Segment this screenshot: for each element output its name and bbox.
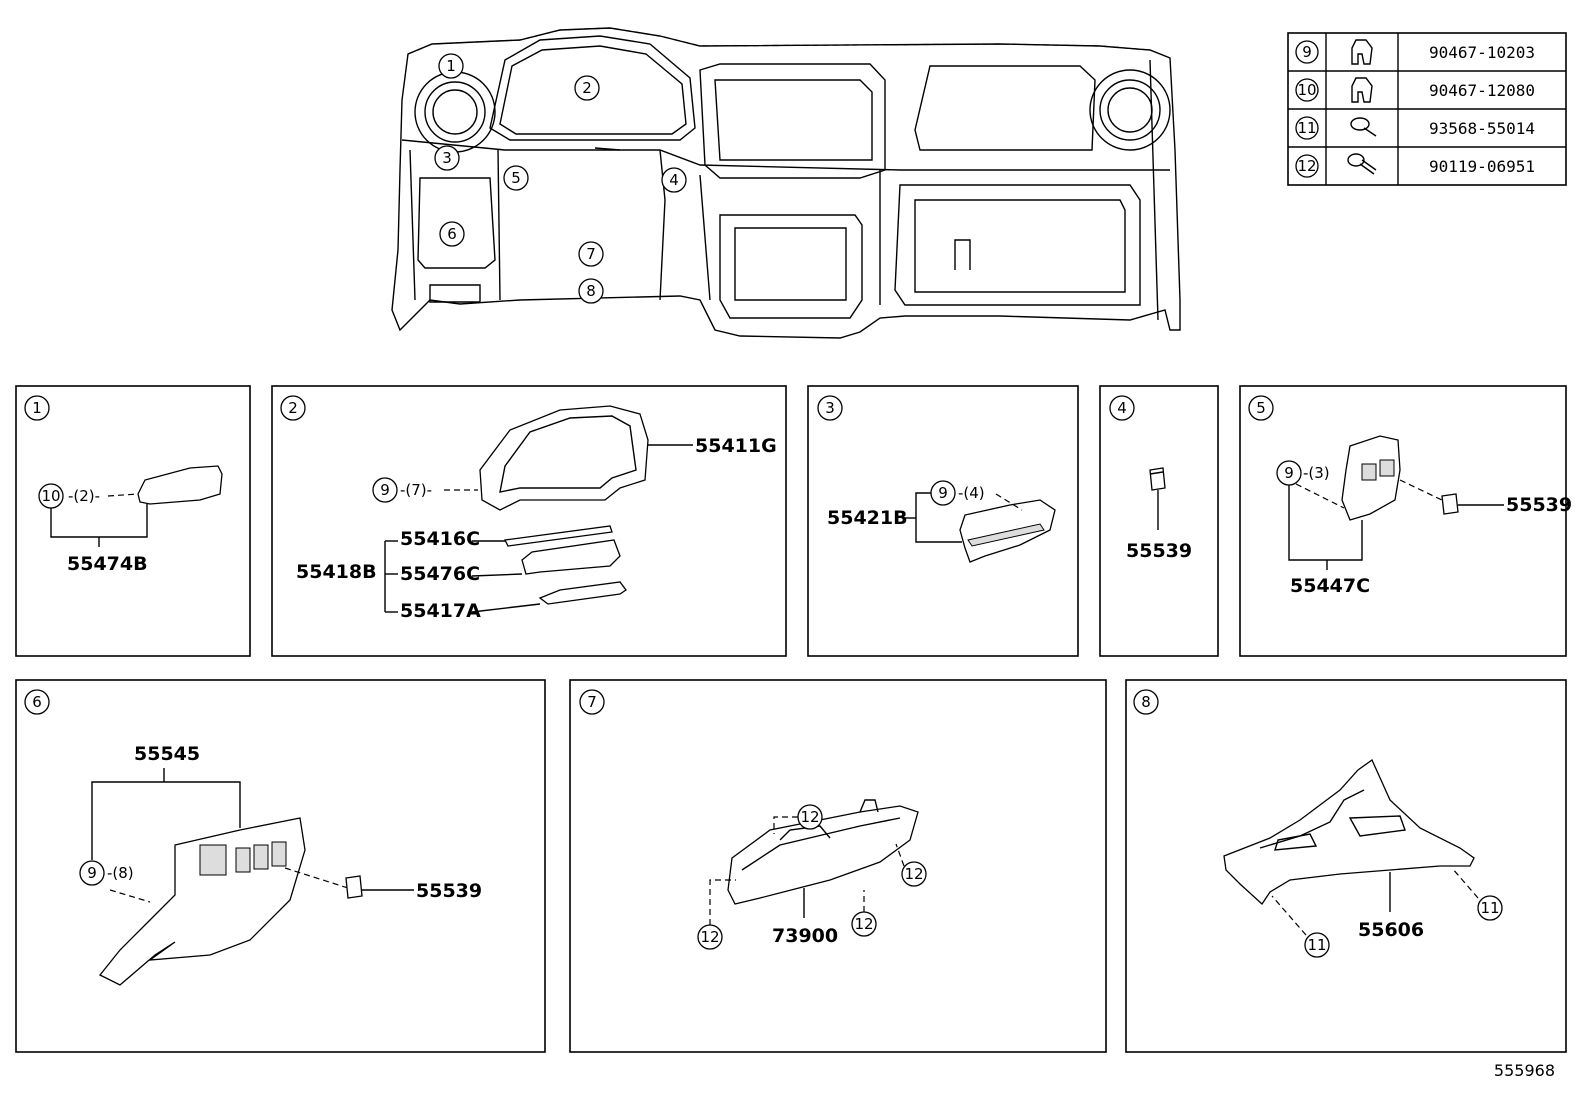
panel-number: 4 — [1117, 399, 1127, 417]
panel-number: 1 — [32, 399, 42, 417]
quantity-label: -(8) — [107, 864, 134, 882]
table-row: 9 90467-10203 — [1295, 39, 1535, 65]
part-label-73900: 73900 — [772, 925, 838, 947]
table-part-number: 93568-55014 — [1429, 119, 1535, 138]
callout-9: 9 — [380, 481, 390, 499]
panel-number: 7 — [587, 693, 597, 711]
part-label-55539: 55539 — [1126, 540, 1192, 562]
table-row: 10 90467-12080 — [1295, 77, 1535, 103]
part-label-55418B: 55418B — [296, 561, 377, 583]
part-label-55447C: 55447C — [1290, 575, 1370, 597]
part-label-55411G: 55411G — [695, 435, 777, 457]
bolt-icon — [1347, 153, 1377, 175]
table-callout: 11 — [1297, 119, 1316, 137]
part-55606-shape — [1223, 759, 1475, 905]
part-label-55476C: 55476C — [400, 563, 480, 585]
table-part-number: 90119-06951 — [1429, 157, 1535, 176]
part-55539-shape — [345, 875, 363, 899]
overview-callout-2: 2 — [574, 75, 600, 101]
panel-number: 6 — [32, 693, 42, 711]
panel-3: 3 9 -(4) 55421B — [807, 385, 1079, 657]
overview-callout-5: 5 — [503, 165, 529, 191]
table-callout: 10 — [1297, 81, 1316, 99]
overview-callout-8: 8 — [578, 278, 604, 304]
panel-number: 2 — [288, 399, 298, 417]
part-55447C-shape — [1341, 435, 1401, 521]
part-label-55474B: 55474B — [67, 553, 148, 575]
table-row: 11 93568-55014 — [1295, 116, 1535, 140]
svg-text:5: 5 — [511, 169, 521, 187]
quantity-label: -(4) — [958, 484, 985, 502]
quantity-label: -(2)- — [68, 487, 100, 505]
table-callout: 9 — [1302, 43, 1312, 61]
panel-5: 5 9 -(3) 55447C 55539 — [1239, 385, 1572, 657]
clip-icon — [1351, 77, 1373, 103]
callout-11: 11 — [1480, 899, 1499, 917]
svg-text:4: 4 — [669, 171, 679, 189]
callout-12: 12 — [800, 808, 819, 826]
dashboard-overview: 1 2 3 4 5 6 7 8 — [391, 27, 1181, 339]
panel-7: 7 12 12 12 12 73900 — [569, 679, 1107, 1053]
table-part-number: 90467-12080 — [1429, 81, 1535, 100]
screw-icon — [1350, 117, 1377, 137]
fastener-table: 9 90467-10203 10 90467-12080 11 93568-55… — [1287, 32, 1567, 186]
callout-9: 9 — [1284, 464, 1294, 482]
clip-icon — [1351, 39, 1373, 65]
callout-9: 9 — [87, 864, 97, 882]
panel-number: 3 — [825, 399, 835, 417]
part-label-55545: 55545 — [134, 743, 200, 765]
svg-text:3: 3 — [442, 149, 452, 167]
part-label-55416C: 55416C — [400, 528, 480, 550]
table-row: 12 90119-06951 — [1295, 153, 1535, 178]
part-label-55421B: 55421B — [827, 507, 908, 529]
panel-1: 1 10 -(2)- 55474B — [15, 385, 251, 657]
part-55539-shape — [1149, 467, 1166, 491]
quantity-label: -(3) — [1303, 464, 1330, 482]
part-label-55417A: 55417A — [400, 600, 481, 622]
part-55421B-shape — [959, 499, 1056, 563]
part-55474B-shape — [137, 465, 223, 505]
quantity-label: -(7)- — [400, 481, 432, 499]
part-label-55539: 55539 — [1506, 494, 1572, 516]
overview-callout-6: 6 — [439, 221, 465, 247]
panel-2: 2 55411G 9 -(7)- 55416C 55418B 55476C 55… — [271, 385, 787, 657]
panel-number: 5 — [1256, 399, 1266, 417]
overview-callout-7: 7 — [578, 241, 604, 267]
table-callout: 12 — [1297, 157, 1316, 175]
svg-text:8: 8 — [586, 282, 596, 300]
callout-12: 12 — [700, 928, 719, 946]
table-part-number: 90467-10203 — [1429, 43, 1535, 62]
svg-text:7: 7 — [586, 245, 596, 263]
overview-callout-1: 1 — [438, 53, 464, 79]
panel-number: 8 — [1141, 693, 1151, 711]
callout-11: 11 — [1307, 936, 1326, 954]
svg-text:2: 2 — [582, 79, 592, 97]
panel-4: 4 55539 — [1099, 385, 1219, 657]
part-55411G-shape — [479, 405, 649, 511]
overview-callout-4: 4 — [661, 167, 687, 193]
part-55539-shape — [1441, 493, 1459, 515]
callout-9: 9 — [938, 484, 948, 502]
part-55545-shape — [98, 817, 306, 986]
diagram-reference-number: 555968 — [1494, 1061, 1555, 1080]
part-label-55539: 55539 — [416, 880, 482, 902]
svg-text:1: 1 — [446, 57, 456, 75]
callout-12: 12 — [904, 865, 923, 883]
callout-10: 10 — [41, 487, 60, 505]
panel-8: 8 11 11 55606 — [1125, 679, 1567, 1053]
panel-6: 6 55545 9 -(8) 55539 — [15, 679, 546, 1053]
callout-12: 12 — [854, 915, 873, 933]
svg-text:6: 6 — [447, 225, 457, 243]
part-label-55606: 55606 — [1358, 919, 1424, 941]
overview-callout-3: 3 — [434, 145, 460, 171]
part-73900-shape — [727, 799, 919, 905]
